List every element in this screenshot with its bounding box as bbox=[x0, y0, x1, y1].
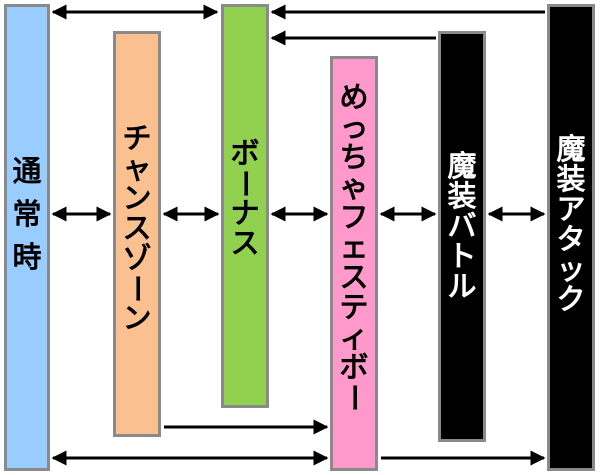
label-char: ト bbox=[447, 239, 477, 273]
state-bar-attack: 魔装アタック bbox=[547, 4, 595, 471]
label-char: ス bbox=[230, 226, 260, 260]
label-char: 魔 bbox=[447, 149, 477, 183]
label-char: ゃ bbox=[339, 170, 369, 204]
label-char: テ bbox=[339, 290, 369, 324]
state-label-battle: 魔装バトル bbox=[441, 152, 483, 302]
label-char: ア bbox=[556, 192, 586, 226]
label-char: 魔 bbox=[556, 132, 586, 166]
state-bar-chance: チャンスゾーン bbox=[113, 31, 161, 437]
label-char: ャ bbox=[122, 151, 152, 185]
state-bar-normal: 通常時 bbox=[4, 4, 50, 471]
label-char: め bbox=[339, 80, 369, 114]
label-char: ボ bbox=[230, 136, 260, 170]
state-label-normal: 通常時 bbox=[7, 157, 47, 286]
label-char: ク bbox=[556, 282, 586, 316]
state-label-bonus: ボーナス bbox=[224, 139, 266, 259]
label-char: ス bbox=[339, 260, 369, 294]
state-bar-fest: めっちゃフェスティボー bbox=[330, 56, 378, 471]
label-char: ン bbox=[122, 301, 152, 335]
label-char: ナ bbox=[230, 196, 260, 230]
label-char: ち bbox=[339, 140, 369, 174]
label-char: ッ bbox=[556, 252, 586, 286]
label-char: ィ bbox=[339, 320, 369, 354]
label-char: チ bbox=[122, 121, 152, 155]
label-char: 装 bbox=[556, 162, 586, 196]
state-bar-bonus: ボーナス bbox=[221, 4, 269, 408]
label-char: ル bbox=[447, 269, 477, 303]
label-char: 通 bbox=[12, 154, 42, 188]
state-bar-battle: 魔装バトル bbox=[438, 31, 486, 442]
label-char: ボ bbox=[339, 350, 369, 384]
label-char: フ bbox=[339, 200, 369, 234]
label-char: っ bbox=[339, 110, 369, 144]
label-char: 常 bbox=[12, 197, 42, 231]
label-char: ス bbox=[122, 211, 152, 245]
label-char: ゾ bbox=[122, 241, 152, 275]
label-char: バ bbox=[447, 209, 477, 243]
label-char: ン bbox=[122, 181, 152, 215]
state-label-attack: 魔装アタック bbox=[550, 135, 592, 315]
state-label-chance: チャンスゾーン bbox=[116, 124, 158, 334]
label-char: 装 bbox=[447, 179, 477, 213]
label-char: ェ bbox=[339, 230, 369, 264]
label-char: 時 bbox=[12, 240, 42, 274]
state-label-fest: めっちゃフェスティボー bbox=[333, 83, 375, 413]
label-char: タ bbox=[556, 222, 586, 256]
